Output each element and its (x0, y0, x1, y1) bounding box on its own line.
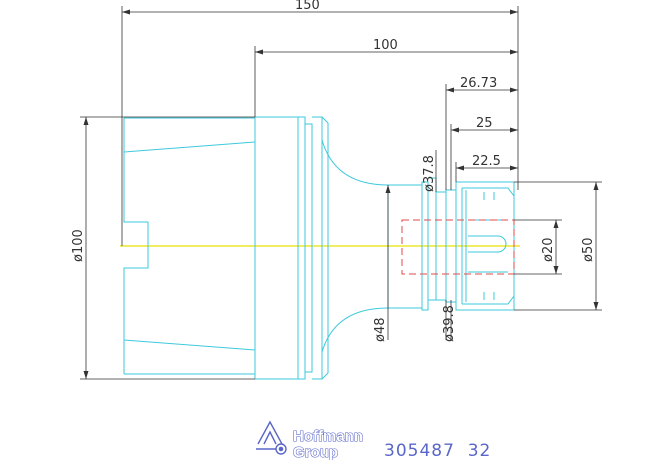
dimension-lines (80, 6, 602, 380)
hoffmann-logo-icon (256, 420, 287, 455)
dim-flange-diameter: ø100 (71, 229, 86, 262)
logo-text-line2: Group (293, 444, 338, 460)
dimension-arrows (83, 9, 599, 379)
dim-groove-diameter-top: ø37.8 (422, 155, 437, 192)
logo-text-line1: Hoffmann (293, 428, 363, 445)
dim-collet-length: 22.5 (472, 154, 501, 169)
bore-outline (401, 219, 515, 275)
part-outline (123, 116, 515, 380)
dim-bore-diameter: ø20 (541, 238, 556, 263)
dim-groove-diameter-bottom: ø39.8 (442, 305, 457, 342)
part-number: 305487 32 (384, 441, 491, 460)
dim-neck-diameter: ø48 (373, 318, 388, 343)
dim-nut-body-length: 25 (476, 116, 493, 131)
dim-nut-diameter: ø50 (581, 238, 596, 263)
dim-nut-length: 26.73 (460, 76, 497, 91)
dim-gauge-length: 100 (373, 38, 398, 53)
dim-overall-length: 150 (295, 0, 320, 13)
